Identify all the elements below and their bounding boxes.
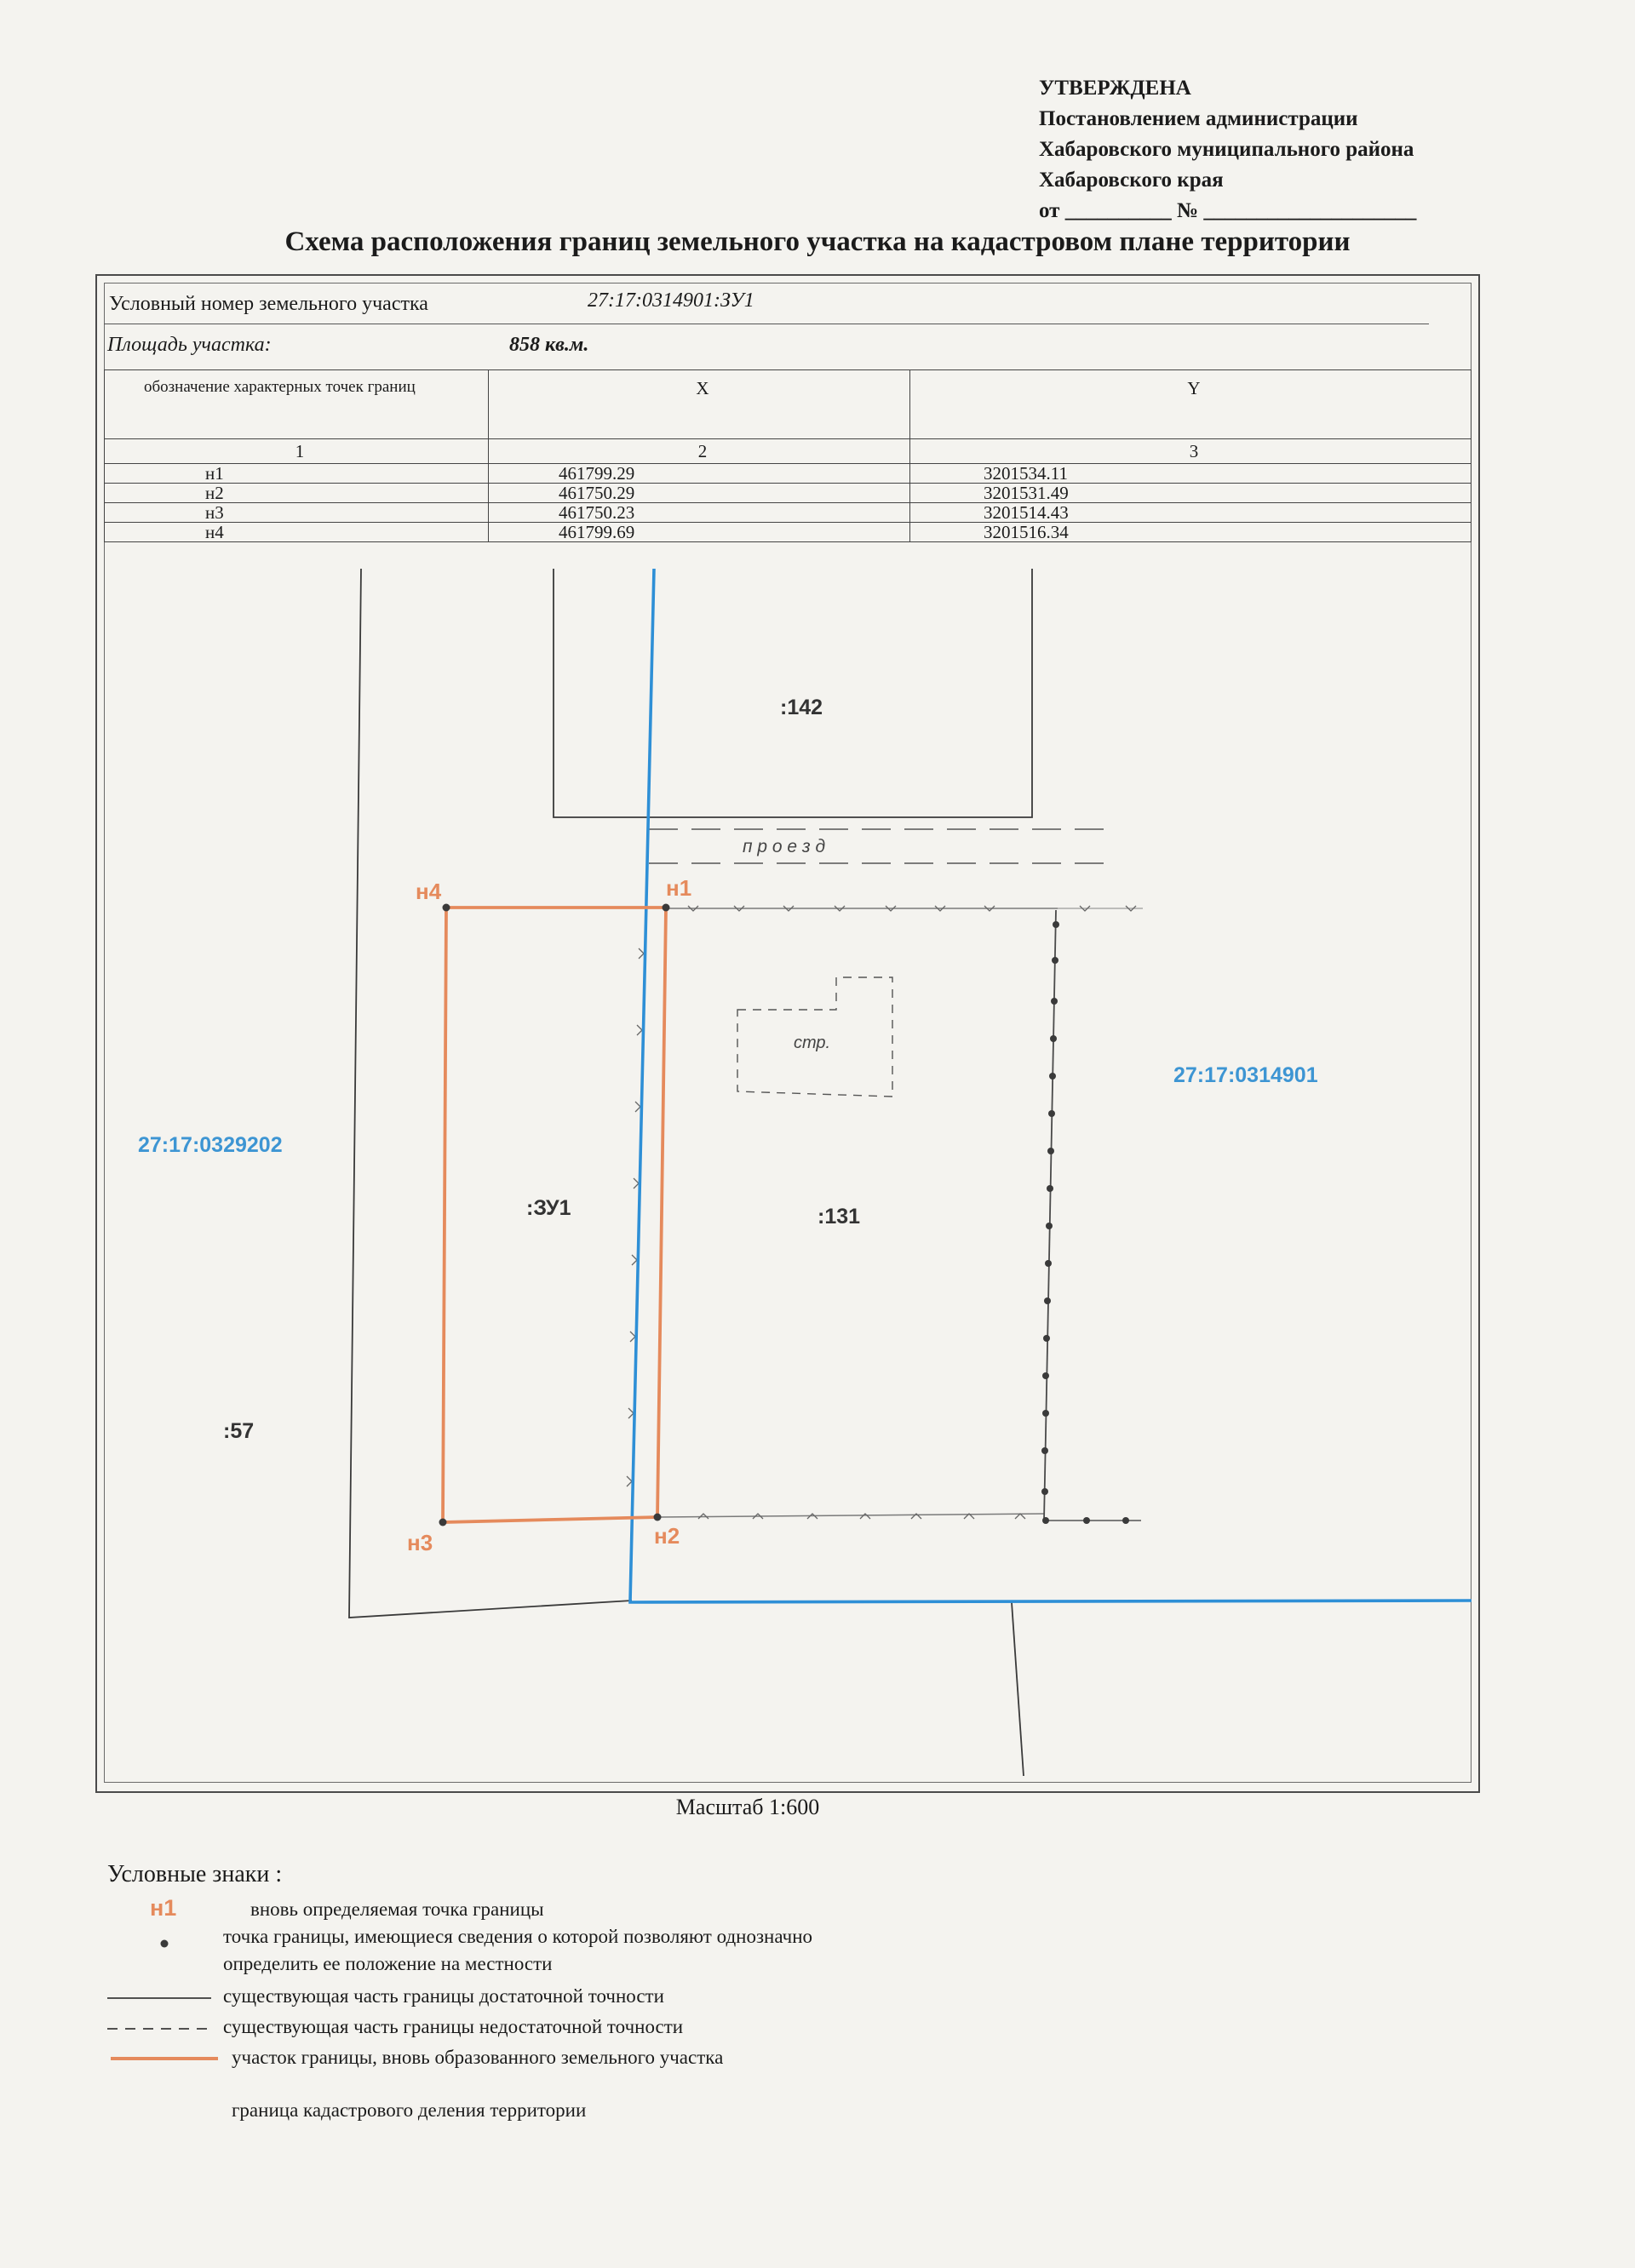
quarter-east-label: 27:17:0314901 xyxy=(1173,1063,1318,1087)
structure-outline xyxy=(737,976,893,1097)
approval-line-3: Хабаровского муниципального района xyxy=(1039,138,1414,161)
approval-date-line: от __________ № ____________________ xyxy=(1039,196,1416,226)
table-row: н1 461799.29 3201534.11 xyxy=(104,463,1472,484)
passage-label: п р о е з д xyxy=(743,837,825,856)
parcel-142-label: :142 xyxy=(780,696,823,719)
legend-solid-line: существующая часть границы достаточной т… xyxy=(223,1985,664,2007)
coordinates-header-row: обозначение характерных точек границ X Y xyxy=(104,369,1472,439)
structure-label: стр. xyxy=(794,1034,830,1052)
approval-line-1: УТВЕРЖДЕНА xyxy=(1039,77,1191,100)
legend-new-point-marker: н1 xyxy=(150,1895,177,1921)
zu1-label: :ЗУ1 xyxy=(526,1196,571,1220)
parcel-area-value: 858 xyxy=(509,334,540,356)
legend-blue-line: граница кадастрового деления территории xyxy=(232,2099,587,2121)
legend-dashed-line-symbol xyxy=(107,2028,215,2030)
legend-known-point-line-2: определить ее положение на местности xyxy=(223,1953,553,1974)
approval-block: УТВЕРЖДЕНА Постановлением администрации … xyxy=(1039,73,1416,226)
point-x: 461799.69 xyxy=(488,522,910,542)
table-row: н3 461750.23 3201514.43 xyxy=(104,502,1472,523)
legend-known-point-line-1: точка границы, имеющиеся сведения о кото… xyxy=(223,1926,813,1947)
point-y: 3201534.11 xyxy=(909,463,1472,484)
point-x: 461750.23 xyxy=(488,502,910,523)
passage-dashed-lines xyxy=(649,828,1105,864)
legend-known-point-symbol xyxy=(160,1939,169,1948)
lower-parcel-divider xyxy=(1011,1601,1024,1777)
cadastral-map: :142 п р о е з д стр. :131 :ЗУ1 :57 27:1… xyxy=(138,569,1472,1777)
parcel-area-label: Площадь участка: xyxy=(107,334,272,356)
approval-line-4: Хабаровского края xyxy=(1039,169,1224,192)
header-y: Y xyxy=(909,369,1472,439)
boundary-tick-marks xyxy=(626,905,1137,1520)
point-n4-label: н4 xyxy=(416,879,442,904)
point-name: н2 xyxy=(104,483,489,503)
inner-frame xyxy=(104,283,1472,1783)
point-x: 461750.29 xyxy=(488,483,910,503)
parcel-number-label: Условный номер земельного участка xyxy=(109,293,428,315)
point-x: 461799.29 xyxy=(488,463,910,484)
legend-title: Условные знаки : xyxy=(107,1861,283,1887)
approval-from-label: от xyxy=(1039,199,1060,222)
legend-orange-line: участок границы, вновь образованного зем… xyxy=(232,2047,724,2068)
table-row: н2 461750.29 3201531.49 xyxy=(104,483,1472,503)
legend-solid-line-symbol xyxy=(107,1997,211,1999)
header-x: X xyxy=(488,369,910,439)
map-scale: Масштаб 1:600 xyxy=(675,1795,820,1819)
legend-orange-line-symbol xyxy=(111,2057,218,2060)
parcel-57-boundary xyxy=(348,569,633,1618)
parcel-area-unit: кв.м. xyxy=(545,334,589,356)
known-boundary-points xyxy=(1041,921,1129,1524)
legend-new-point: вновь определяемая точка границы xyxy=(250,1899,544,1920)
column-number: 1 xyxy=(104,438,489,464)
point-n3-label: н3 xyxy=(407,1530,433,1555)
parcel-131-label: :131 xyxy=(818,1205,860,1228)
outer-frame xyxy=(95,274,1480,1793)
quarter-west-label: 27:17:0329202 xyxy=(138,1133,283,1157)
coordinates-column-numbers: 1 2 3 xyxy=(104,438,1472,464)
column-number: 2 xyxy=(488,438,910,464)
parcel-area: 858 кв.м. xyxy=(509,334,588,357)
approval-number-label: № xyxy=(1176,199,1199,222)
point-n2-label: н2 xyxy=(654,1523,680,1549)
approval-line-2: Постановлением администрации xyxy=(1039,107,1358,130)
parcel-number-value: 27:17:0314901:ЗУ1 xyxy=(588,289,754,312)
table-row: н4 461799.69 3201516.34 xyxy=(104,522,1472,542)
column-number: 3 xyxy=(909,438,1472,464)
point-name: н3 xyxy=(104,502,489,523)
approval-number-blank: ____________________ xyxy=(1203,199,1417,222)
header-point: обозначение характерных точек границ xyxy=(104,369,489,439)
point-y: 3201531.49 xyxy=(909,483,1472,503)
legend-dashed-line: существующая часть границы недостаточной… xyxy=(223,2016,684,2037)
cadastral-division-boundary xyxy=(628,569,1472,1604)
point-name: н1 xyxy=(104,463,489,484)
parcel-142-boundary xyxy=(553,569,1033,818)
point-y: 3201514.43 xyxy=(909,502,1472,523)
parcel-57-label: :57 xyxy=(223,1419,254,1443)
coordinates-table: обозначение характерных точек границ X Y… xyxy=(104,369,1472,542)
new-parcel-vertices xyxy=(439,903,670,1526)
point-n1-label: н1 xyxy=(666,875,691,901)
approval-from-blank: __________ xyxy=(1064,199,1172,222)
point-name: н4 xyxy=(104,522,489,542)
point-y: 3201516.34 xyxy=(909,522,1472,542)
parcel-131-boundary xyxy=(631,908,1143,1521)
document-title: Схема расположения границ земельного уча… xyxy=(284,226,1351,257)
